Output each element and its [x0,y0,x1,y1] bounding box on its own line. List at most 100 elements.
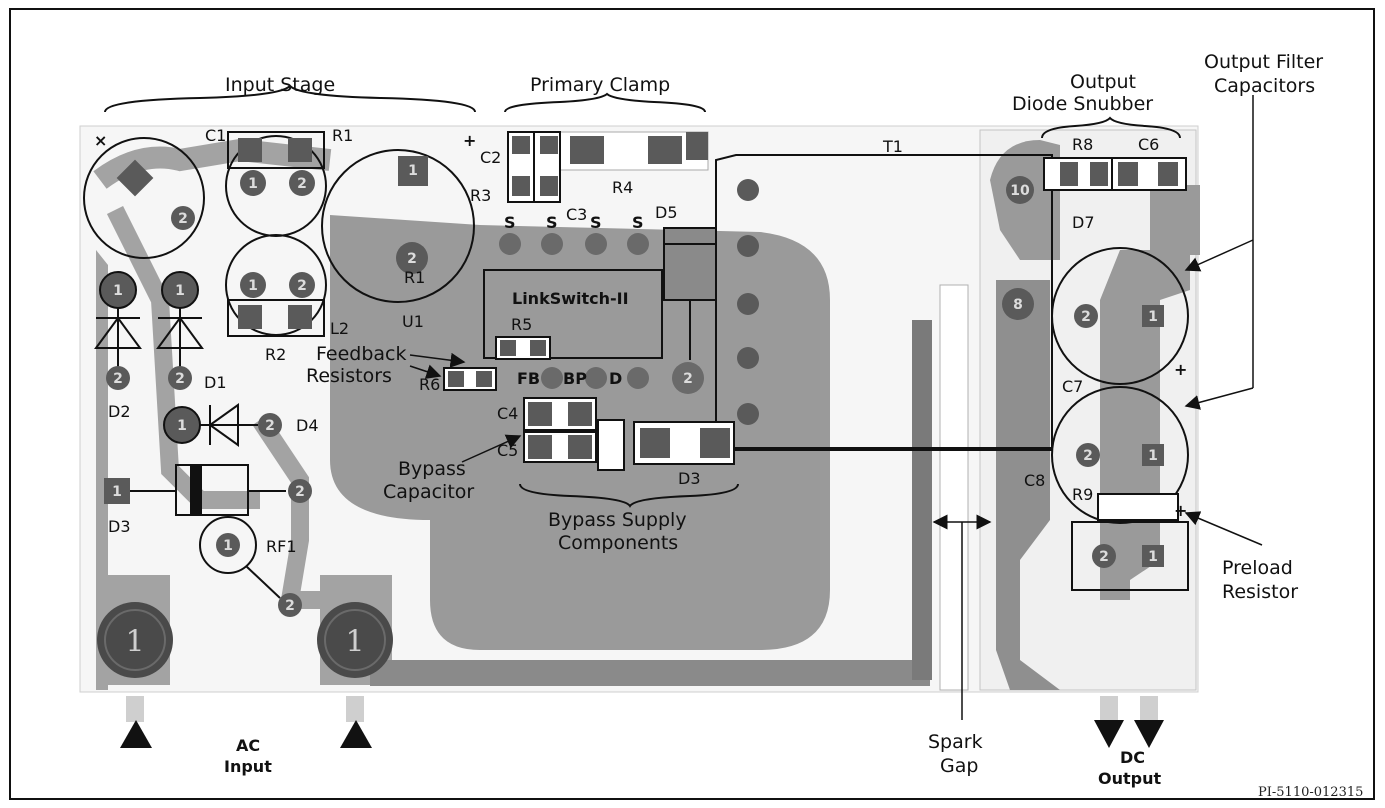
pad-c5-b [568,435,592,459]
pad-d1-bottom [168,366,192,390]
pad-u1-2 [396,242,428,274]
input-stage-brace [104,84,476,113]
pad-c5-a [528,435,552,459]
pad-d3-left-1-label: 1 [112,484,122,500]
bypass-supply-label-2: Components [558,532,678,554]
dc-output-arrow-2 [1134,720,1164,748]
spark-gap-label-1: Spark [928,731,983,753]
pad-c8-1-label: 1 [1148,448,1158,464]
pad-l2-2-label: 2 [297,278,307,294]
output-filter-arrow-2 [1184,387,1254,410]
pad-r4-a [570,136,604,164]
primary-clamp-label: Primary Clamp [530,74,670,96]
pad-rf1-2 [278,593,302,617]
pad-c3-b [540,176,558,196]
refdes-t1: T1 [882,137,903,156]
feedback-resistors-label-1: Feedback [316,343,406,365]
bypass-supply-brace [519,483,739,508]
pad-d2-top-label: 1 [113,283,123,299]
pad-c3-a [512,176,530,196]
pin-label-s1: S [504,213,516,232]
input-stage-label: Input Stage [225,74,335,96]
pad-d1-bottom-label: 2 [175,371,185,387]
pad-d3-mid-b [700,428,730,458]
ac-input-pad-1-ring [104,609,166,671]
pad-u1-1-label: 1 [408,163,418,179]
preload-resistor-label-2: Resistor [1222,581,1298,603]
feedback-resistors-label-2: Resistors [306,365,392,387]
ic-drain-pad-label: 2 [683,371,693,387]
output-filter-caps-label-1: Output Filter [1204,51,1323,73]
ac-input-label-2: Input [224,757,272,776]
t1-pin-8-label: 8 [1013,297,1023,313]
pad-dc-1 [1142,545,1164,567]
pad-rf1-1-label: 1 [223,538,233,554]
pad-u1-1 [398,156,428,186]
output-filter-caps-label-2: Capacitors [1214,75,1315,97]
refdes-c8: C8 [1024,471,1045,490]
pad-l2-2 [289,272,315,298]
transformer-outline [715,154,1053,451]
pad-c4-b [568,402,592,426]
ic-pin-d [627,367,649,389]
pad-c-left-2-label: 2 [178,211,188,227]
diagram-frame [9,8,1375,800]
pin-label-d: D [609,369,622,388]
refdes-d1: D1 [204,373,227,392]
refdes-r1-mid: R1 [404,268,425,287]
pad-c1-1 [240,170,266,196]
c7-plus-mark: + [1174,360,1187,379]
output-filter-arrow-1 [1184,239,1254,272]
ac-input-lead-2 [346,696,364,722]
refdes-c3: C3 [566,205,587,224]
r2-body [227,299,325,337]
refdes-r2: R2 [265,345,286,364]
ic-pin-6 [585,233,607,255]
bypass-supply-label-1: Bypass Supply [548,509,687,531]
refdes-c5: C5 [497,441,518,460]
cross-mark: × [94,131,107,150]
ac-input-pad-2-label: 1 [345,625,364,660]
refdes-d2: D2 [108,402,131,421]
pad-u1-2-label: 2 [407,251,417,267]
secondary-copper-left [996,280,1060,690]
refdes-d3-mid: D3 [678,469,701,488]
pad-d4-right-label: 2 [265,418,275,434]
refdes-c2: C2 [480,148,501,167]
pad-c2-b [540,136,558,154]
pad-c6-b [1158,162,1178,186]
ic-pin-bp [585,367,607,389]
document-id: PI-5110-012315 [1258,785,1363,800]
t1-pin-4 [737,347,759,369]
t1-pin-5 [737,403,759,425]
bypass-capacitor-label-2: Capacitor [383,481,474,503]
ac-input-pad-2-ring [324,609,386,671]
dc-output-label-1: DC [1120,748,1145,767]
primary-bottom-trace [370,660,930,686]
input-trace-mid [106,205,260,509]
u1-bulk-cap-outline [321,149,475,303]
refdes-r4: R4 [612,178,633,197]
pad-rf1-2-label: 2 [285,598,295,614]
secondary-copper-tr [1150,185,1200,255]
pad-r6-b [476,371,492,387]
pad-c1-1-label: 1 [248,176,258,192]
pad-c-left-1 [116,159,154,197]
output-diode-snubber-label-2: Diode Snubber [1012,93,1153,115]
t1-pin-8 [1002,288,1034,320]
pad-c1-2 [289,170,315,196]
preload-resistor-label-1: Preload [1222,557,1293,579]
dc-output-lead-2 [1140,696,1158,720]
dc-output-label-2: Output [1098,769,1161,788]
pad-c8-1 [1142,444,1164,466]
pad-r8-a [1060,162,1078,186]
pad-c1-b [288,138,312,162]
pin-label-s4: S [632,213,644,232]
c8-plus-mark: + [1174,501,1187,520]
pad-clamp-end [686,132,708,160]
refdes-u1: U1 [402,312,424,331]
pad-r2-a [238,305,262,329]
input-trace-right [252,415,340,609]
ic-pin-5 [627,233,649,255]
feedback-arrow-1 [409,352,466,368]
